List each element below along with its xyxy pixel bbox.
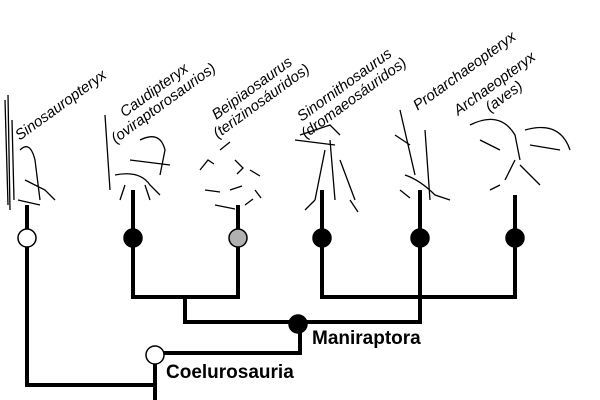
fossil-beipiaosaurus: [199, 141, 262, 210]
node-caudipteryx-filled: [123, 228, 143, 248]
node-maniraptora: [288, 314, 308, 334]
node-sinosauropteryx-open: [17, 228, 37, 248]
clade-label-maniraptora: Maniraptora: [312, 328, 421, 349]
clade-label-coelurosauria: Coelurosauria: [166, 362, 294, 383]
fossil-sketches: [4, 94, 571, 213]
node-sinornithosaurus-filled: [312, 228, 332, 248]
node-protarchaeopteryx-filled: [410, 228, 430, 248]
fossil-sinornithosaurus: [294, 124, 359, 213]
node-archaeopteryx-filled: [505, 228, 525, 248]
node-coelurosauria: [145, 345, 165, 365]
nodes: [17, 228, 525, 365]
fossil-protarchaeopteryx: [394, 109, 451, 201]
fossil-sinosauropteryx: [4, 94, 56, 211]
node-beipiaosaurus-gray: [228, 228, 248, 248]
fossil-caudipteryx: [104, 114, 171, 201]
fossil-archaeopteryx: [469, 118, 571, 191]
